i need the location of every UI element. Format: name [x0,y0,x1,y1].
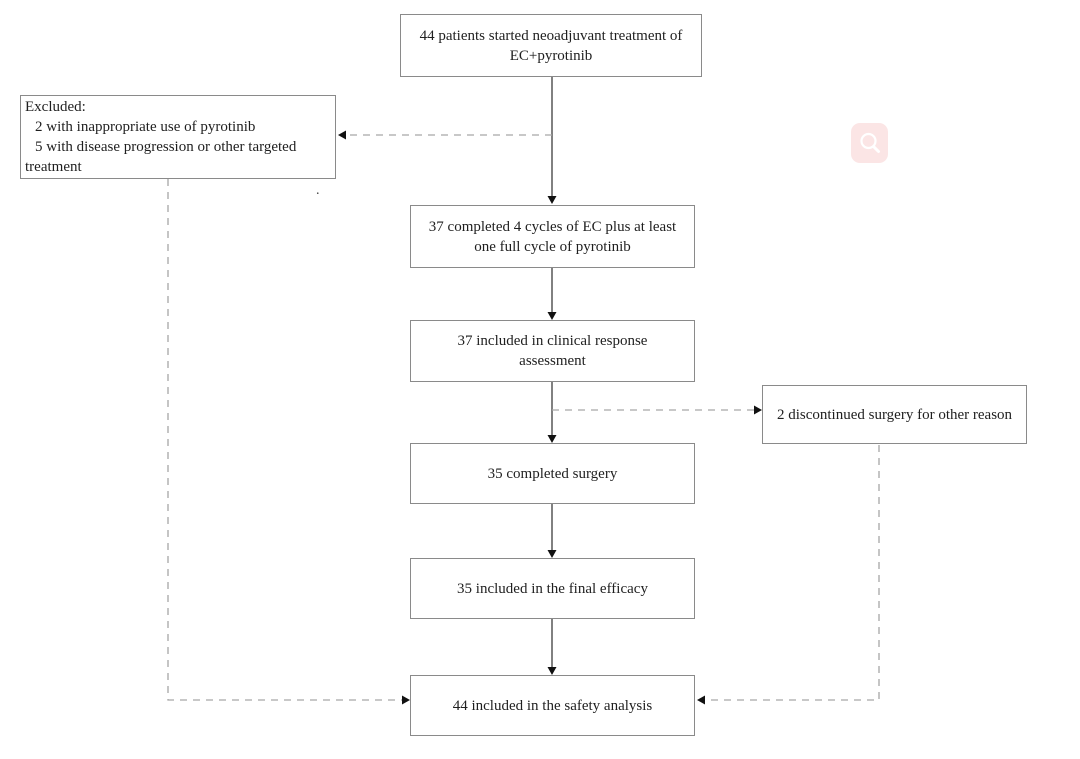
connector-discontinued-to-safety [705,445,880,701]
flow-box-surgery: 35 completed surgery [410,443,695,504]
stray-period: . [316,183,320,198]
connector-excluded-to-safety [167,179,402,701]
flow-box-start-line: 44 patients started neoadjuvant treatmen… [419,27,683,44]
flow-box-completed-ec-line: one full cycle of pyrotinib [474,238,631,255]
arrowhead-down-1 [547,196,557,204]
flow-box-start-line: EC+pyrotinib [509,47,593,64]
flow-box-surgery-line: 35 completed surgery [487,465,618,482]
flow-box-clinical-response-line: assessment [519,353,586,369]
flow-box-completed-ec-line: 37 completed 4 cycles of EC plus at leas… [428,218,677,235]
flow-box-clinical-response-line: 37 included in clinical response [457,333,648,349]
flow-box-start: 44 patients started neoadjuvant treatmen… [400,14,702,77]
arrowhead-left-safety-right [697,695,705,705]
flow-box-discontinued-surgery-line: 2 discontinued surgery for other reason [776,406,1013,423]
flow-box-final-efficacy-line: 35 included in the final efficacy [457,580,648,597]
flow-box-safety-analysis-line: 44 included in the safety analysis [452,697,653,714]
arrowhead-down-5 [547,667,557,675]
flow-box-discontinued-surgery: 2 discontinued surgery for other reason [762,385,1027,444]
excluded-item: 5 with disease progression or other targ… [25,139,297,175]
excluded-title: Excluded: [25,99,86,115]
arrowhead-right-safety-left [402,695,410,705]
arrowhead-right-discontinued [754,405,762,415]
flow-box-excluded: Excluded: 2 with inappropriate use of py… [20,95,336,179]
excluded-item: 2 with inappropriate use of pyrotinib [35,119,256,135]
flow-box-completed-ec: 37 completed 4 cycles of EC plus at leas… [410,205,695,268]
flow-box-final-efficacy: 35 included in the final efficacy [410,558,695,619]
arrowhead-left-excluded [338,130,346,140]
image-zoom-button[interactable] [851,123,888,163]
arrowhead-down-4 [547,550,557,558]
flow-box-safety-analysis: 44 included in the safety analysis [410,675,695,736]
arrowhead-down-3 [547,435,557,443]
search-icon [857,130,883,156]
arrowhead-down-2 [547,312,557,320]
flow-box-clinical-response: 37 included in clinical response assessm… [410,320,695,382]
